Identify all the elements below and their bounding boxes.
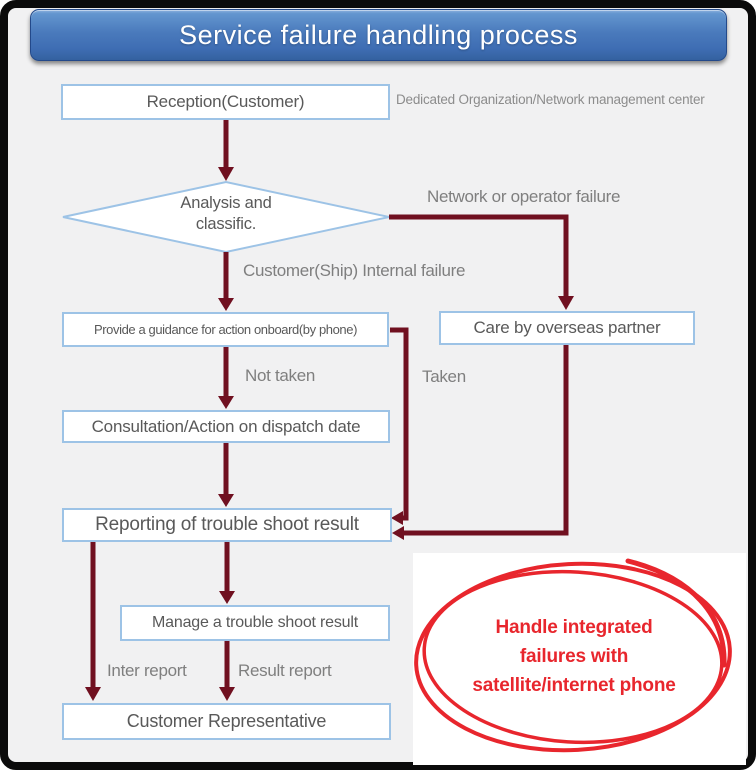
edge-label-network-failure: Network or operator failure	[427, 187, 621, 206]
edge-label-inter-report: Inter report	[107, 661, 187, 680]
flow-node-reporting: Reporting of trouble shoot result	[62, 508, 392, 542]
callout-line2: failures with	[519, 646, 629, 667]
flow-node-consultation: Consultation/Action on dispatch date	[62, 410, 390, 443]
page-title: Service failure handling process	[179, 19, 578, 50]
flow-node-reception-label: Reception(Customer)	[146, 92, 305, 111]
flow-node-customer-representative-label: Customer Representative	[126, 711, 327, 731]
flow-node-analysis-label: Analysis and classific.	[126, 193, 326, 235]
flow-node-provide-guidance: Provide a guidance for action onboard(by…	[62, 312, 389, 347]
analysis-label-line1: Analysis and	[180, 194, 272, 212]
edge-label-result-report: Result report	[238, 661, 332, 680]
flow-node-overseas-partner-label: Care by overseas partner	[473, 318, 661, 337]
callout-line3: satellite/internet phone	[472, 675, 676, 696]
title-bar: Service failure handling process	[30, 9, 727, 61]
flow-node-reception: Reception(Customer)	[61, 84, 390, 120]
callout-line1: Handle integrated	[495, 617, 653, 638]
flow-node-overseas-partner: Care by overseas partner	[439, 311, 695, 345]
highlight-callout-text: Handle integrated failures with satellit…	[438, 613, 710, 700]
flow-node-manage-result-label: Manage a trouble shoot result	[152, 614, 358, 631]
flow-node-provide-guidance-label: Provide a guidance for action onboard(by…	[93, 322, 358, 337]
edge-label-internal-failure: Customer(Ship) Internal failure	[243, 261, 466, 280]
flow-node-reporting-label: Reporting of trouble shoot result	[95, 514, 359, 535]
flow-node-customer-representative: Customer Representative	[62, 703, 391, 740]
flow-node-consultation-label: Consultation/Action on dispatch date	[91, 416, 361, 436]
edge-label-not-taken: Not taken	[245, 366, 316, 385]
edge-label-taken: Taken	[422, 367, 466, 386]
flow-node-manage-result: Manage a trouble shoot result	[120, 605, 390, 641]
analysis-label-line2: classific.	[195, 215, 257, 233]
annotation-dedicated-org: Dedicated Organization/Network managemen…	[396, 92, 705, 107]
